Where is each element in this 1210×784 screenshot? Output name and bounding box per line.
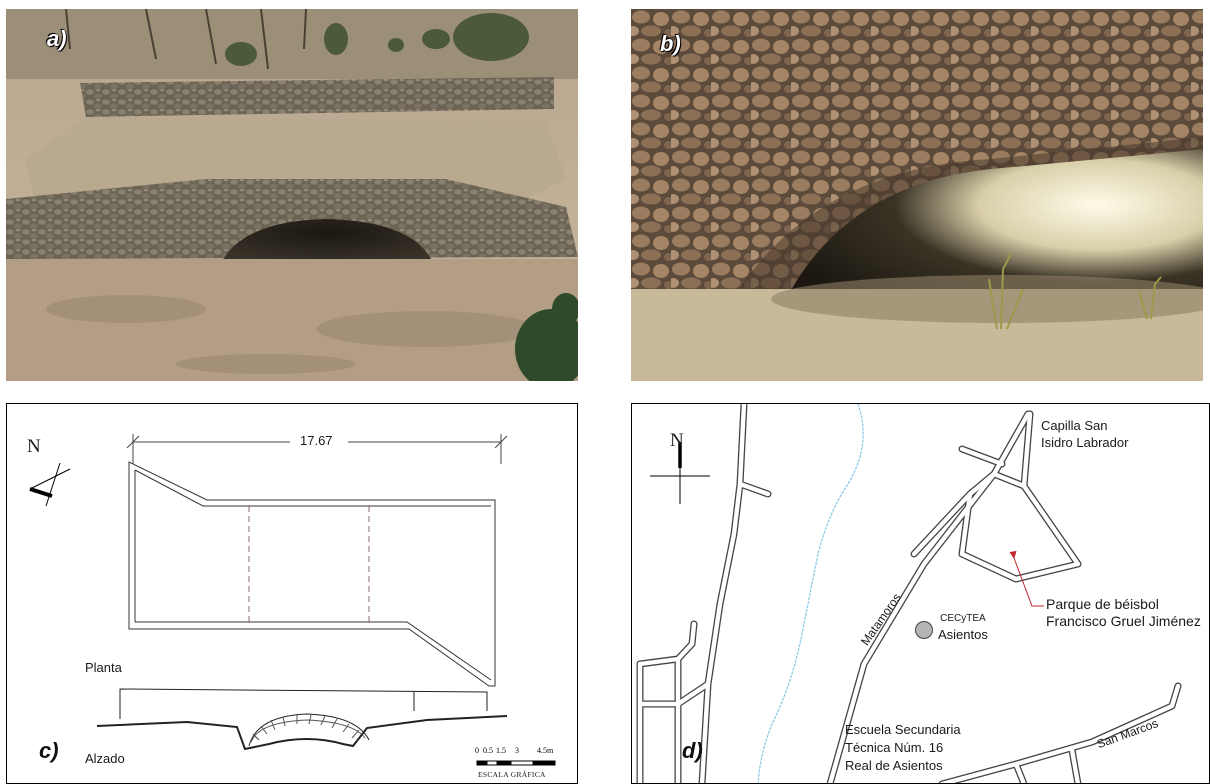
north-label: N <box>27 436 41 457</box>
plan-elevation-illustration <box>29 434 556 766</box>
plan-outline <box>128 461 496 687</box>
photo-bridge-arch: b) <box>631 9 1203 381</box>
scale-ticks: 0 0.5 1.5 3 4.5m <box>473 746 573 758</box>
scale-tick: 1.5 <box>496 746 506 755</box>
park-pointer-icon <box>1009 550 1044 607</box>
panel-label-d: d) <box>682 738 703 763</box>
plan-section-lines <box>248 506 370 622</box>
cecytea-label: CECyTEA Asientos <box>938 611 988 643</box>
scale-title: ESCALA GRÁFICA <box>478 770 546 779</box>
cecytea-line-1: CECyTEA <box>940 613 986 624</box>
drawing-plan-elevation: N 17.67 Planta Alzado c) 0 0.5 1.5 3 4.5… <box>6 403 578 784</box>
panel-label-c: c) <box>39 738 59 763</box>
panel-label-a: a) <box>47 26 67 51</box>
bridge-arch-illustration <box>631 9 1203 381</box>
park-label: Parque de béisbol Francisco Gruel Jiméne… <box>1046 596 1201 630</box>
chapel-line-1: Capilla San <box>1041 418 1108 433</box>
park-line-1: Parque de béisbol <box>1046 596 1159 612</box>
north-arrow-icon <box>650 442 710 504</box>
location-map: N Capilla San Isidro Labrador Parque de … <box>631 403 1210 784</box>
school-label: Escuela Secundaria Técnica Núm. 16 Real … <box>845 721 961 775</box>
scale-tick: 3 <box>515 746 519 755</box>
dimension-label: 17.67 <box>300 433 333 448</box>
cecytea-line-2: Asientos <box>938 627 988 642</box>
school-line-3: Real de Asientos <box>845 758 943 773</box>
elevation-label: Alzado <box>85 751 125 766</box>
north-label: N <box>670 430 684 451</box>
chapel-line-2: Isidro Labrador <box>1041 435 1129 450</box>
panel-label-b: b) <box>660 31 681 56</box>
school-line-1: Escuela Secundaria <box>845 722 961 737</box>
plan-label: Planta <box>85 660 122 675</box>
scale-tick: 4.5m <box>537 746 554 755</box>
elevation-outline <box>96 688 508 751</box>
street-map-illustration <box>636 404 1182 783</box>
chapel-label: Capilla San Isidro Labrador <box>1041 417 1128 451</box>
arch-voussoirs <box>250 714 366 743</box>
bridge-overview-illustration <box>6 9 578 381</box>
photo-bridge-overview: a) <box>6 9 578 381</box>
scale-tick: 0.5 <box>483 746 493 755</box>
scale-tick: 0 <box>475 746 479 755</box>
graphic-scale <box>476 760 556 766</box>
river <box>757 404 864 783</box>
cecytea-marker-icon <box>915 621 933 639</box>
streets <box>636 404 1182 783</box>
school-line-2: Técnica Núm. 16 <box>845 740 944 755</box>
north-arrow-icon <box>29 462 71 507</box>
park-line-2: Francisco Gruel Jiménez <box>1046 613 1201 629</box>
